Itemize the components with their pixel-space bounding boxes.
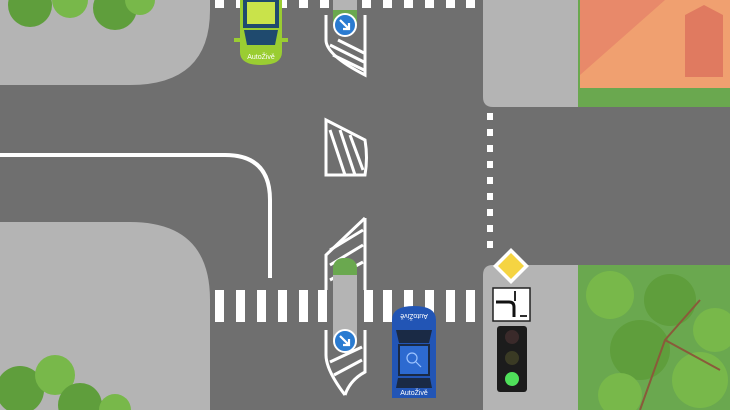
magnifier-icon [406,352,422,368]
crosswalk-bottom [215,290,475,322]
trees-bottom-right [586,271,730,410]
priority-road-shape-plate [492,287,531,322]
arrow-down-right-icon [339,335,351,347]
green-car: AutoŽivě [234,0,288,65]
traffic-light-red [505,330,519,344]
green-car-brand: AutoŽivě [247,52,275,61]
hatched-island-middle [324,117,368,177]
trees-bottom-left [0,355,131,410]
traffic-light-amber [505,351,519,365]
blue-car: AutoŽivě AutoŽivě [392,306,436,398]
trees-top-left [8,0,155,30]
keep-right-sign-top [333,13,357,37]
keep-right-sign-bottom [333,329,357,353]
blue-car-brand: AutoŽivě [400,388,428,397]
traffic-light-green [505,372,519,386]
traffic-light [497,326,527,392]
blue-car-brand-rear: AutoŽivě [400,312,428,321]
house [580,0,730,88]
sidewalk-top-right [483,0,580,107]
priority-road-sign [493,248,529,284]
sidewalk-top-left [0,0,210,85]
arrow-down-right-icon [339,19,351,31]
turn-lane-line [0,153,272,278]
